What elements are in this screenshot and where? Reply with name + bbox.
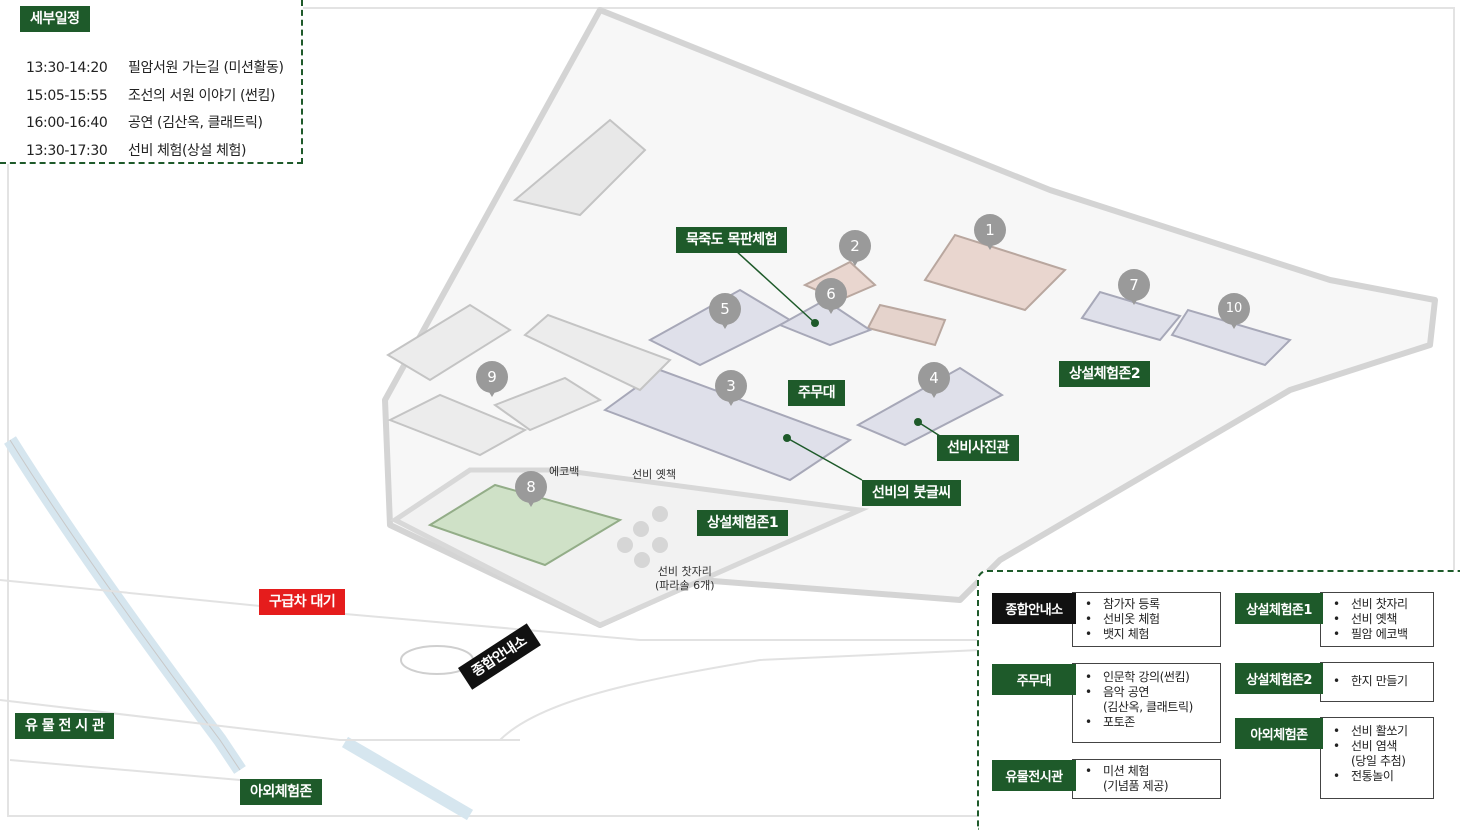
- legend-panel: 참가자 등록 선비옷 체험 뱃지 체험 종합안내소 인문학 강의(썬킴) 음악 …: [977, 570, 1460, 830]
- label-scholar-calligraphy[interactable]: 선비의 붓글씨: [862, 480, 961, 506]
- label-ambulance[interactable]: 구급차 대기: [259, 589, 346, 615]
- building-6: [777, 298, 873, 347]
- schedule-row: 15:05-15:55 조선의 서원 이야기 (썬킴): [26, 85, 275, 105]
- legend-item: 음악 공연: [1085, 685, 1220, 700]
- pin-10[interactable]: 10: [1218, 293, 1250, 329]
- pin-6[interactable]: 6: [815, 278, 847, 314]
- schedule-desc: 선비 체험(상설 체험): [128, 143, 247, 159]
- pin-9[interactable]: 9: [476, 361, 508, 397]
- legend-info-box: 참가자 등록 선비옷 체험 뱃지 체험: [1072, 592, 1221, 647]
- schedule-time: 15:05-15:55: [26, 88, 108, 104]
- pin-5[interactable]: 5: [709, 293, 741, 329]
- stream-2: [341, 736, 474, 821]
- schedule-row: 13:30-17:30 선비 체험(상설 체험): [26, 140, 246, 160]
- legend-item: 뱃지 체험: [1085, 627, 1220, 642]
- building-8: [427, 483, 623, 567]
- legend-item: 미션 체험: [1085, 764, 1220, 779]
- legend-stage-box: 인문학 강의(썬킴) 음악 공연 (김산옥, 클래트릭) 포토존: [1072, 663, 1221, 743]
- schedule-desc: 필암서원 가는길 (미션활동): [128, 60, 284, 76]
- label-outdoor-zone[interactable]: 아외체험존: [240, 779, 322, 805]
- legend-outdoor-box: 선비 활쏘기 선비 염색 (당일 추첨) 전통놀이: [1320, 717, 1434, 799]
- building-left-row: [386, 303, 672, 457]
- schedule-row: 13:30-14:20 필암서원 가는길 (미션활동): [26, 57, 284, 77]
- label-permanent-zone-2[interactable]: 상설체험존2: [1059, 361, 1151, 387]
- legend-item: 선비 찻자리: [1333, 597, 1433, 612]
- schedule-desc: 조선의 서원 이야기 (썬킴): [128, 88, 276, 104]
- legend-item: (기념품 제공): [1103, 779, 1169, 793]
- label-permanent-zone-1[interactable]: 상설체험존1: [697, 510, 789, 536]
- building-1: [923, 233, 1067, 312]
- label-relic-hall[interactable]: 유 물 전 시 관: [15, 713, 115, 739]
- schedule-desc: 공연 (김산옥, 클래트릭): [128, 115, 263, 131]
- legend-zone2-box: 한지 만들기: [1320, 662, 1434, 702]
- schedule-time: 13:30-14:20: [26, 60, 108, 76]
- legend-item: 선비옷 체험: [1085, 612, 1220, 627]
- label-scholar-book: 선비 옛책: [632, 468, 676, 481]
- legend-zone1-label: 상설체험존1: [1235, 593, 1323, 624]
- legend-info-label: 종합안내소: [992, 593, 1076, 624]
- legend-item: (김산옥, 클래트릭): [1103, 700, 1193, 714]
- pin-2[interactable]: 2: [839, 230, 871, 266]
- legend-zone1-box: 선비 찻자리 선비 옛책 필암 에코백: [1320, 592, 1434, 647]
- building-6-roof: [866, 303, 947, 347]
- legend-zone2-label: 상설체험존2: [1235, 663, 1323, 694]
- schedule-title: 세부일정: [20, 6, 90, 32]
- legend-item: 포토존: [1085, 715, 1220, 730]
- label-tea-seat-line2: (파라솔 6개): [655, 579, 715, 592]
- legend-item: 선비 활쏘기: [1333, 724, 1433, 739]
- legend-item: (당일 추첨): [1351, 754, 1406, 768]
- leader-calligraphy: [786, 437, 863, 481]
- label-scholar-photo[interactable]: 선비사진관: [937, 435, 1019, 461]
- legend-item: 참가자 등록: [1085, 597, 1220, 612]
- building-top: [512, 118, 647, 217]
- legend-item: 인문학 강의(썬킴): [1085, 670, 1220, 685]
- map-border: [7, 7, 1455, 817]
- label-mukjukdo[interactable]: 묵죽도 목판체험: [676, 227, 788, 253]
- building-7: [1080, 290, 1182, 342]
- label-tea-seat: 선비 찻자리 (파라솔 6개): [655, 565, 715, 593]
- legend-item: 한지 만들기: [1333, 674, 1433, 689]
- legend-relic-label: 유물전시관: [992, 760, 1076, 791]
- label-ecobag: 에코백: [549, 465, 580, 478]
- pin-8[interactable]: 8: [515, 471, 547, 507]
- legend-item: 선비 염색: [1333, 739, 1433, 754]
- legend-item: 전통놀이: [1333, 769, 1433, 784]
- legend-relic-box: 미션 체험 (기념품 제공): [1072, 759, 1221, 799]
- leader-photo: [917, 421, 941, 437]
- legend-item: 선비 옛책: [1333, 612, 1433, 627]
- schedule-row: 16:00-16:40 공연 (김산옥, 클래트릭): [26, 112, 263, 132]
- pin-1[interactable]: 1: [974, 214, 1006, 250]
- pin-3[interactable]: 3: [715, 370, 747, 406]
- tea-seats: [617, 506, 668, 568]
- schedule-time: 13:30-17:30: [26, 143, 108, 159]
- pin-7[interactable]: 7: [1118, 269, 1150, 305]
- schedule-panel: 세부일정 13:30-14:20 필암서원 가는길 (미션활동) 15:05-15…: [0, 0, 303, 164]
- legend-item: 필암 에코백: [1333, 627, 1433, 642]
- pin-4[interactable]: 4: [918, 362, 950, 398]
- label-main-stage[interactable]: 주무대: [788, 380, 846, 406]
- schedule-time: 16:00-16:40: [26, 115, 108, 131]
- road: [0, 579, 980, 641]
- building-10: [1170, 308, 1292, 367]
- legend-stage-label: 주무대: [992, 664, 1076, 695]
- label-tea-seat-line1: 선비 찻자리: [657, 565, 712, 578]
- leader-mukjukdo: [734, 249, 816, 324]
- legend-outdoor-label: 아외체험존: [1235, 718, 1323, 749]
